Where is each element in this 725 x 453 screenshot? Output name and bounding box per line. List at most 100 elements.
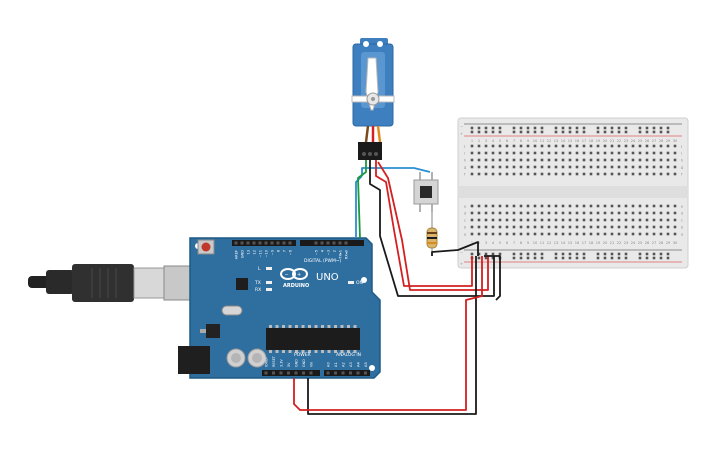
rail-hole[interactable] [533,126,537,130]
breadboard-hole[interactable] [603,172,607,176]
breadboard-hole[interactable] [603,225,607,229]
rail-hole[interactable] [582,126,586,130]
wire-red-rail[interactable] [377,161,489,291]
breadboard-hole[interactable] [610,225,614,229]
breadboard-hole[interactable] [645,158,649,162]
header-pin-hole[interactable] [320,241,324,245]
rail-hole[interactable] [533,252,537,256]
breadboard-hole[interactable] [652,232,656,236]
breadboard-hole[interactable] [659,225,663,229]
wire-black-rail[interactable] [484,255,501,301]
breadboard-hole[interactable] [568,151,572,155]
rail-hole[interactable] [498,130,502,134]
breadboard-hole[interactable] [512,232,516,236]
breadboard-hole[interactable] [512,211,516,215]
breadboard-hole[interactable] [673,165,677,169]
rail-hole[interactable] [575,130,579,134]
breadboard-hole[interactable] [505,172,509,176]
breadboard-hole[interactable] [484,211,488,215]
rail-hole[interactable] [526,130,530,134]
breadboard-hole[interactable] [540,225,544,229]
header-pin-hole[interactable] [326,371,330,375]
breadboard-hole[interactable] [596,144,600,148]
breadboard-hole[interactable] [575,204,579,208]
breadboard-hole[interactable] [568,218,572,222]
breadboard-hole[interactable] [610,204,614,208]
breadboard-hole[interactable] [575,144,579,148]
breadboard-hole[interactable] [631,225,635,229]
breadboard-hole[interactable] [498,172,502,176]
wire-blue-pin[interactable] [355,175,363,238]
breadboard-hole[interactable] [470,172,474,176]
breadboard-hole[interactable] [540,218,544,222]
breadboard-hole[interactable] [603,232,607,236]
breadboard-hole[interactable] [540,204,544,208]
wire-black-resistor[interactable] [431,241,479,256]
breadboard-hole[interactable] [582,165,586,169]
breadboard-hole[interactable] [582,144,586,148]
breadboard-hole[interactable] [631,151,635,155]
breadboard-hole[interactable] [505,211,509,215]
rail-hole[interactable] [498,252,502,256]
rail-hole[interactable] [659,126,663,130]
header-pin-hole[interactable] [282,241,286,245]
rail-hole[interactable] [568,256,572,260]
breadboard-hole[interactable] [512,218,516,222]
breadboard-hole[interactable] [512,172,516,176]
breadboard-hole[interactable] [498,211,502,215]
breadboard-hole[interactable] [631,218,635,222]
breadboard-hole[interactable] [547,158,551,162]
digital-header-left[interactable] [232,240,296,246]
breadboard-hole[interactable] [624,225,628,229]
breadboard-hole[interactable] [596,232,600,236]
breadboard-hole[interactable] [540,232,544,236]
breadboard-hole[interactable] [519,211,523,215]
breadboard-hole[interactable] [540,172,544,176]
rail-hole[interactable] [519,126,523,130]
rail-hole[interactable] [533,256,537,260]
breadboard-hole[interactable] [491,232,495,236]
digital-header-right[interactable] [300,240,364,246]
rail-hole[interactable] [596,256,600,260]
rail-hole[interactable] [596,126,600,130]
breadboard-hole[interactable] [533,204,537,208]
rail-hole[interactable] [491,126,495,130]
rail-hole[interactable] [596,130,600,134]
breadboard-hole[interactable] [484,232,488,236]
servo-connector[interactable] [358,142,382,160]
breadboard-hole[interactable] [568,165,572,169]
rail-hole[interactable] [645,130,649,134]
rail-hole[interactable] [561,252,565,256]
breadboard-hole[interactable] [519,144,523,148]
breadboard-hole[interactable] [568,158,572,162]
breadboard-hole[interactable] [505,151,509,155]
breadboard-hole[interactable] [554,144,558,148]
header-pin-hole[interactable] [314,241,318,245]
breadboard-hole[interactable] [610,211,614,215]
breadboard-holes[interactable] [470,126,677,260]
rail-hole[interactable] [519,130,523,134]
rail-hole[interactable] [638,126,642,130]
rail-hole[interactable] [645,256,649,260]
breadboard-hole[interactable] [470,158,474,162]
breadboard-hole[interactable] [631,232,635,236]
breadboard-hole[interactable] [575,218,579,222]
breadboard-hole[interactable] [645,232,649,236]
breadboard-hole[interactable] [617,211,621,215]
header-pin-hole[interactable] [270,241,274,245]
header-pin-hole[interactable] [341,371,345,375]
rail-hole[interactable] [477,130,481,134]
breadboard-hole[interactable] [638,151,642,155]
breadboard-hole[interactable] [596,165,600,169]
breadboard-hole[interactable] [547,204,551,208]
breadboard-hole[interactable] [554,158,558,162]
rail-hole[interactable] [512,252,516,256]
breadboard-hole[interactable] [659,158,663,162]
breadboard-hole[interactable] [666,225,670,229]
header-pin-hole[interactable] [326,241,330,245]
wire-green[interactable] [357,160,367,239]
usb-cable[interactable] [28,264,195,302]
breadboard-hole[interactable] [673,151,677,155]
rail-hole[interactable] [477,252,481,256]
